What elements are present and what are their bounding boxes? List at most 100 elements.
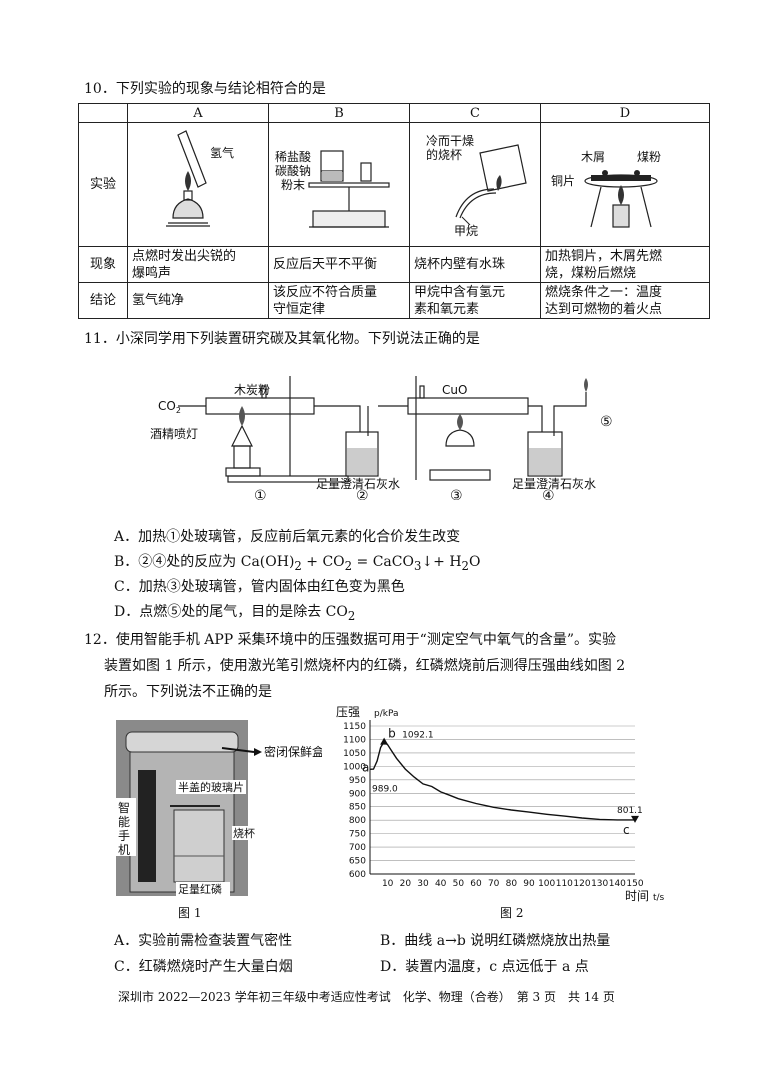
y-tick-label: 650 (349, 857, 366, 867)
col-header-d: D (540, 103, 710, 123)
q10-table: A B C D 实验 氢气 稀盐酸 碳酸钠 粉末 (78, 103, 710, 319)
x-tick-label: 80 (506, 879, 518, 889)
y-tick-label: 700 (349, 843, 366, 853)
svg-text:手: 手 (118, 829, 130, 843)
y-tick-label: 850 (349, 803, 366, 813)
y-tick-label: 600 (349, 870, 366, 880)
conclusion-b: 该反应不符合质量守恒定律 (268, 282, 410, 319)
svg-text:粉末: 粉末 (281, 178, 305, 192)
q11-apparatus: CO2 木炭粉 CuO 酒精喷灯 ⑤ ① 足量澄清石灰水 ② ③ 足量澄清石灰水… (150, 376, 613, 500)
label-co2: CO2 (158, 399, 181, 415)
label-glass: 半盖的玻璃片 (178, 780, 244, 794)
q11-option-b: B．②④处的反应为 Ca(OH)2 + CO2 = CaCO3↓+ H2O (114, 554, 481, 573)
q12-stem-line3: 所示。下列说法不正确的是 (104, 684, 272, 700)
label-lamp: 酒精喷灯 (150, 427, 198, 441)
x-tick-label: 30 (417, 879, 429, 889)
q12-figure1: 密闭保鲜盒 智 能 手 机 半盖的玻璃片 烧杯 足量红磷 (114, 720, 322, 896)
q12-stem-line2: 装置如图 1 所示，使用激光笔引燃烧杯内的红磷，红磷燃烧前后测得压强曲线如图 2 (104, 658, 626, 674)
row-label-phenomenon: 现象 (78, 246, 128, 283)
exp-d-cell: 木屑 煤粉 铜片 (540, 122, 710, 247)
point-label-c: c (623, 823, 630, 837)
svg-text:碳酸钠: 碳酸钠 (275, 163, 311, 178)
phenomenon-a: 点燃时发出尖锐的爆鸣声 (127, 246, 269, 283)
row-label-experiment: 实验 (78, 122, 128, 247)
x-tick-label: 90 (523, 879, 535, 889)
q11-stem: 11．小深同学用下列装置研究碳及其氧化物。下列说法正确的是 (84, 331, 480, 347)
x-tick-label: 50 (453, 879, 465, 889)
label-n4: ④ (542, 488, 555, 500)
point-label-a: a (362, 760, 369, 774)
x-tick-label: 150 (626, 879, 643, 889)
svg-text:的烧杯: 的烧杯 (426, 147, 462, 162)
label-beaker: 烧杯 (233, 826, 255, 840)
q11-option-c: C．加热③处玻璃管，管内固体由红色变为黑色 (114, 579, 405, 595)
label-hydrogen: 氢气 (210, 145, 234, 160)
label-phosphorus: 足量红磷 (178, 883, 222, 896)
y-tick-label: 1050 (343, 749, 366, 759)
svg-text:智: 智 (118, 800, 130, 815)
label-limewater-2: 足量澄清石灰水 (512, 476, 596, 491)
svg-text:机: 机 (118, 843, 130, 857)
fig2-caption: 图 2 (500, 906, 524, 920)
exp-a-illustration: 氢气 (166, 130, 234, 227)
q12-stem-line1: 12．使用智能手机 APP 采集环境中的压强数据可用于“测定空气中氧气的含量”。… (84, 632, 616, 648)
exp-d-illustration: 木屑 煤粉 铜片 (551, 150, 661, 228)
y-tick-label: 950 (349, 776, 366, 786)
label-n1: ① (254, 488, 267, 500)
point-value-b: 1092.1 (402, 731, 434, 741)
x-tick-label: 10 (382, 879, 394, 889)
label-n3: ③ (450, 488, 463, 500)
y-tick-label: 900 (349, 789, 366, 799)
x-tick-label: 130 (591, 879, 608, 889)
point-b-marker (380, 737, 389, 745)
point-c-marker (631, 815, 639, 823)
label-charcoal: 木炭粉 (234, 383, 270, 397)
x-tick-label: 120 (573, 879, 590, 889)
phenomenon-b: 反应后天平不平衡 (268, 246, 410, 283)
label-n2: ② (356, 488, 369, 500)
y-tick-label: 1100 (343, 735, 366, 745)
svg-text:稀盐酸: 稀盐酸 (275, 149, 311, 164)
col-header-a: A (127, 103, 269, 123)
exp-a-cell: 氢气 (127, 122, 269, 247)
svg-text:铜片: 铜片 (551, 173, 575, 188)
x-axis-unit: t/s (653, 893, 665, 902)
exp-c-cell: 冷而干燥 的烧杯 甲烷 (409, 122, 541, 247)
x-tick-label: 20 (400, 879, 412, 889)
x-axis-label: 时间 (625, 889, 649, 902)
svg-text:木屑: 木屑 (581, 150, 605, 164)
label-cuo: CuO (442, 383, 467, 397)
x-tick-label: 60 (470, 879, 482, 889)
x-tick-label: 70 (488, 879, 500, 889)
point-label-b: b (388, 727, 396, 741)
y-tick-label: 1000 (343, 762, 366, 772)
y-axis-label: 压强 (336, 705, 360, 719)
q10-stem: 10．下列实验的现象与结论相符合的是 (84, 81, 326, 97)
conclusion-c: 甲烷中含有氢元素和氧元素 (409, 282, 541, 319)
y-tick-label: 1150 (343, 722, 366, 732)
exp-b-cell: 稀盐酸 碳酸钠 粉末 (268, 122, 410, 247)
phenomenon-c: 烧杯内壁有水珠 (409, 246, 541, 283)
col-header-c: C (409, 103, 541, 123)
svg-text:甲烷: 甲烷 (454, 224, 478, 238)
phenomenon-d: 加热铜片，木屑先燃烧，煤粉后燃烧 (540, 246, 710, 283)
q12-pressure-chart: 6006507007508008509009501000105011001150… (336, 705, 665, 902)
page-footer: 深圳市 2022—2023 学年初三年级中考适应性考试 化学、物理（合卷） 第 … (118, 990, 615, 1004)
exp-b-illustration: 稀盐酸 碳酸钠 粉末 (275, 149, 390, 228)
y-axis-unit: p/kPa (374, 709, 399, 719)
x-tick-label: 110 (556, 879, 573, 889)
y-tick-label: 800 (349, 816, 366, 826)
conclusion-d: 燃烧条件之一：温度达到可燃物的着火点 (540, 282, 710, 319)
x-tick-label: 140 (609, 879, 626, 889)
pressure-curve (369, 740, 635, 821)
label-sealed-box: 密闭保鲜盒 (264, 744, 322, 759)
q12-option-b: B．曲线 a→b 说明红磷燃烧放出热量 (380, 933, 611, 949)
point-value-c: 801.1 (617, 806, 643, 816)
q12-option-c: C．红磷燃烧时产生大量白烟 (114, 959, 293, 975)
q11-option-d: D．点燃⑤处的尾气，目的是除去 CO2 (114, 604, 356, 623)
fig1-caption: 图 1 (178, 906, 202, 920)
x-tick-label: 100 (538, 879, 555, 889)
exp-c-illustration: 冷而干燥 的烧杯 甲烷 (426, 134, 527, 238)
col-header-b: B (268, 103, 410, 123)
point-value-a: 989.0 (372, 784, 398, 794)
